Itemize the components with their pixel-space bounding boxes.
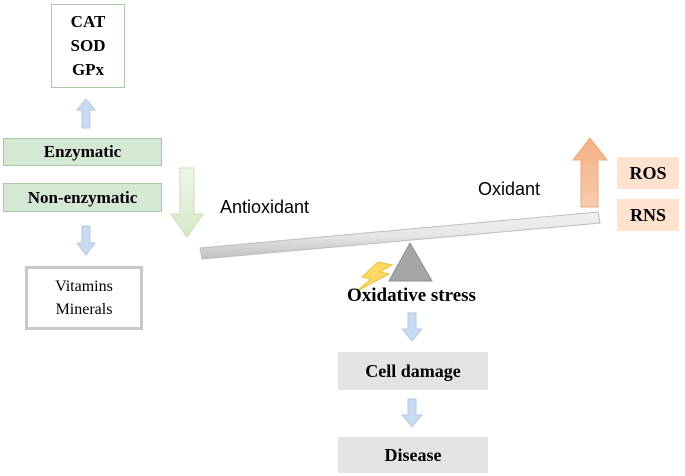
enzymatic-example-gpx: GPx: [71, 60, 105, 79]
enzymatic-example-sod: SOD: [70, 36, 106, 55]
non-enzymatic-example-vitamins: Vitamins: [55, 278, 113, 295]
disease-label: Disease: [384, 444, 442, 465]
enzymatic-box: Enzymatic: [3, 138, 162, 166]
down-arrow-icon: [400, 398, 424, 428]
antioxidant-down-arrow-icon: [170, 167, 204, 238]
ros-box: ROS: [617, 157, 679, 189]
lightning-icon: [356, 261, 394, 292]
non-enzymatic-label: Non-enzymatic: [27, 187, 138, 207]
rns-box: RNS: [617, 199, 679, 231]
seesaw-beam-icon: [199, 211, 601, 260]
non-enzymatic-example-minerals: Minerals: [55, 301, 113, 318]
enzymatic-examples-box: CAT SOD GPx: [51, 4, 125, 88]
rns-label: RNS: [629, 204, 666, 225]
cell-damage-box: Cell damage: [338, 352, 488, 390]
oxidant-up-arrow-icon: [571, 137, 609, 208]
fulcrum-triangle-icon: [388, 241, 433, 282]
antioxidant-label: Antioxidant: [220, 197, 310, 217]
oxidative-stress-label: Oxidative stress: [347, 285, 476, 306]
cell-damage-label: Cell damage: [365, 360, 461, 381]
down-arrow-icon: [400, 312, 424, 342]
up-arrow-icon: [75, 98, 97, 129]
non-enzymatic-box: Non-enzymatic: [3, 183, 162, 212]
ros-label: ROS: [629, 162, 667, 183]
oxidant-label: Oxidant: [478, 179, 541, 199]
enzymatic-example-cat: CAT: [70, 12, 106, 31]
disease-box: Disease: [338, 437, 488, 473]
down-arrow-icon: [76, 225, 96, 256]
enzymatic-label: Enzymatic: [43, 142, 122, 161]
non-enzymatic-examples-box: Vitamins Minerals: [25, 266, 143, 330]
